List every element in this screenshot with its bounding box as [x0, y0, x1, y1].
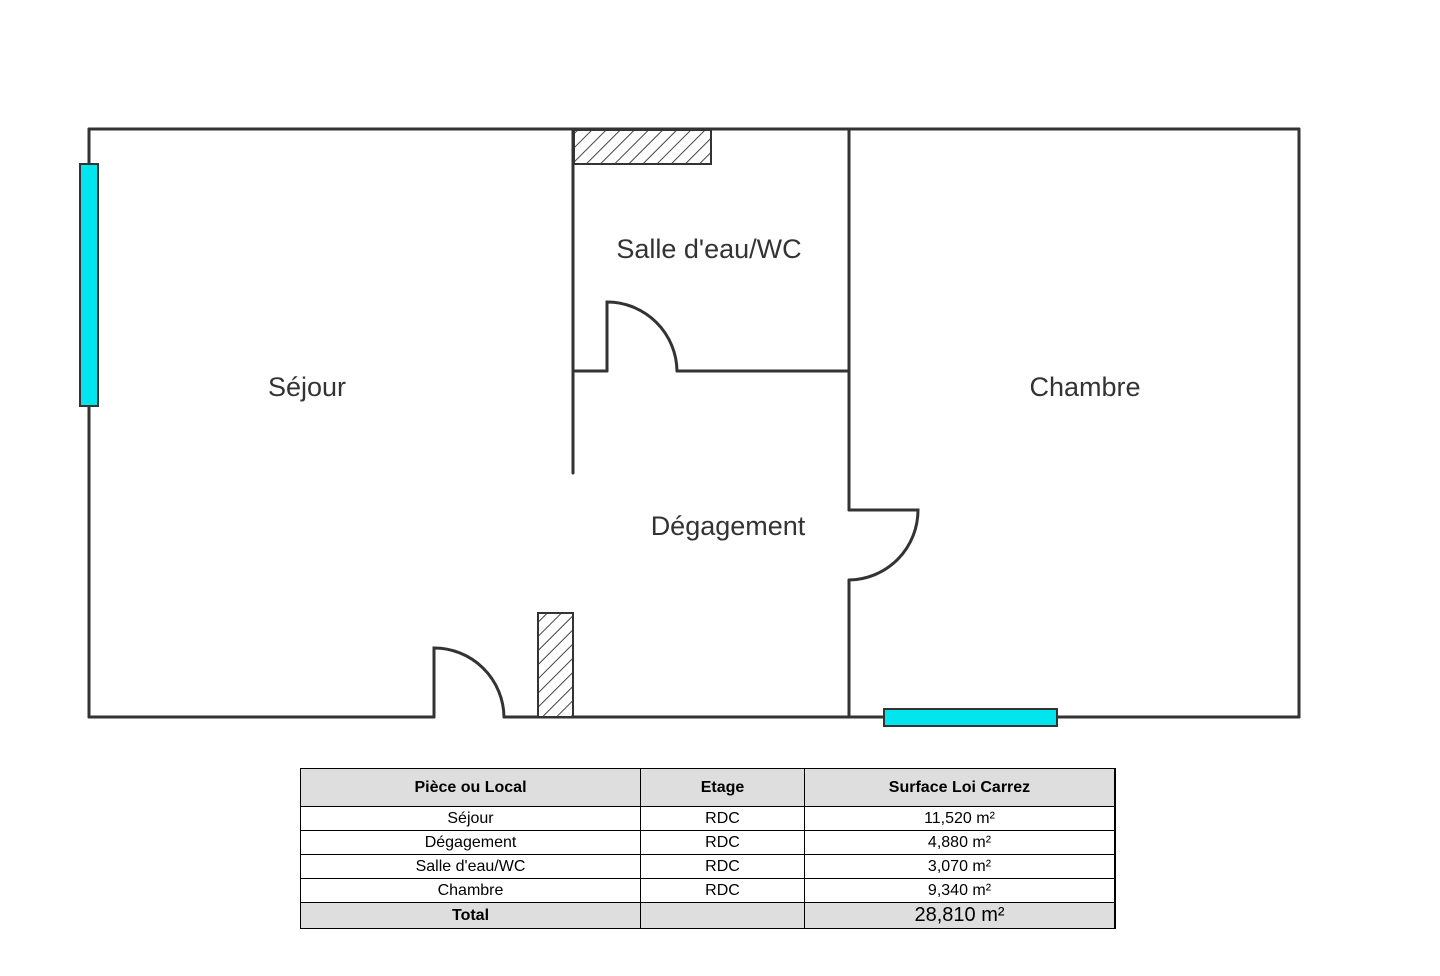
door-chambre: [847, 508, 920, 582]
cell-floor: RDC: [640, 854, 805, 879]
cell-floor: RDC: [640, 830, 805, 855]
table-edge: [1114, 768, 1120, 807]
door-bath: [605, 300, 679, 373]
walls: [87, 127, 1301, 719]
table-edge: [1114, 878, 1120, 903]
door-entrance: [432, 646, 506, 719]
room-label-chambre: Chambre: [1029, 372, 1140, 402]
duct-top: [573, 129, 712, 165]
table-edge: [1114, 902, 1120, 929]
table-edge: [1114, 854, 1120, 879]
window-left: [79, 163, 99, 407]
surface-table: Pièce ou Local Etage Surface Loi Carrez …: [300, 768, 1120, 929]
duct-bottom: [537, 612, 574, 718]
table-row: Chambre RDC 9,340 m²: [300, 878, 1120, 903]
total-floor: [640, 902, 805, 929]
window-bottom: [883, 708, 1058, 727]
cell-surface: 11,520 m²: [804, 806, 1116, 831]
total-row: Total 28,810 m²: [300, 902, 1120, 929]
cell-surface: 4,880 m²: [804, 830, 1116, 855]
table-edge: [1114, 830, 1120, 855]
cell-room: Salle d'eau/WC: [300, 854, 641, 879]
header-floor: Etage: [640, 768, 805, 807]
cell-room: Chambre: [300, 878, 641, 903]
floor-plan: Séjour Salle d'eau/WC Dégagement Chambre: [79, 127, 1301, 727]
room-label-sejour: Séjour: [268, 372, 346, 402]
table-row: Séjour RDC 11,520 m²: [300, 806, 1120, 831]
table-row: Salle d'eau/WC RDC 3,070 m²: [300, 854, 1120, 879]
total-surface: 28,810 m²: [804, 902, 1116, 929]
table-edge: [1114, 806, 1120, 831]
header-surface: Surface Loi Carrez: [804, 768, 1116, 807]
header-room: Pièce ou Local: [300, 768, 641, 807]
cell-surface: 9,340 m²: [804, 878, 1116, 903]
room-label-degagement: Dégagement: [651, 511, 806, 541]
cell-surface: 3,070 m²: [804, 854, 1116, 879]
total-label: Total: [300, 902, 641, 929]
cell-floor: RDC: [640, 878, 805, 903]
room-label-salle-eau: Salle d'eau/WC: [616, 234, 801, 264]
cell-floor: RDC: [640, 806, 805, 831]
cell-room: Séjour: [300, 806, 641, 831]
table-header-row: Pièce ou Local Etage Surface Loi Carrez: [300, 768, 1120, 807]
table-row: Dégagement RDC 4,880 m²: [300, 830, 1120, 855]
cell-room: Dégagement: [300, 830, 641, 855]
